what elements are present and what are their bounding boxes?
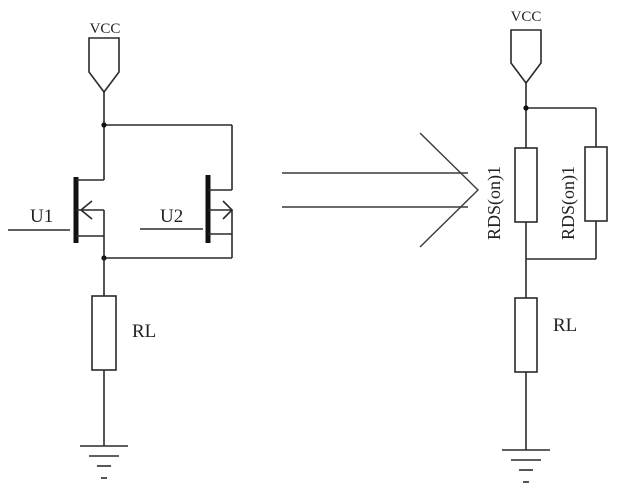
left-ground-symbol xyxy=(80,445,128,479)
u1-label: U1 xyxy=(30,206,53,227)
right-ground-symbol xyxy=(502,449,550,483)
left-circuit: VCC U1 U2 xyxy=(8,21,234,479)
right-vcc-symbol: VCC xyxy=(510,9,542,85)
right-top-junction xyxy=(523,105,529,111)
rds1-resistor xyxy=(514,147,538,223)
left-vcc-symbol: VCC xyxy=(88,21,121,94)
left-vcc-flag xyxy=(88,37,120,94)
right-circuit: VCC RDS(on)1 RDS(on)1 RL xyxy=(484,9,608,483)
u2-label: U2 xyxy=(160,206,183,227)
rds1-label: RDS(on)1 xyxy=(484,166,505,240)
u1-body-arrow xyxy=(79,200,93,220)
right-vcc-label: VCC xyxy=(511,9,542,25)
left-rl-resistor xyxy=(91,295,117,371)
right-vcc-flag xyxy=(510,29,542,85)
u1-mosfet: U1 xyxy=(8,177,105,258)
equivalence-arrow xyxy=(282,132,479,248)
u2-mosfet: U2 xyxy=(140,175,234,258)
arrow-head xyxy=(419,132,479,248)
right-rl-label: RL xyxy=(553,315,577,336)
rds2-resistor xyxy=(584,146,608,222)
left-vcc-label: VCC xyxy=(90,21,121,37)
right-rl-resistor xyxy=(514,297,538,373)
left-top-junction xyxy=(101,122,107,128)
left-rl-label: RL xyxy=(132,321,156,342)
rds2-label: RDS(on)1 xyxy=(558,166,579,240)
